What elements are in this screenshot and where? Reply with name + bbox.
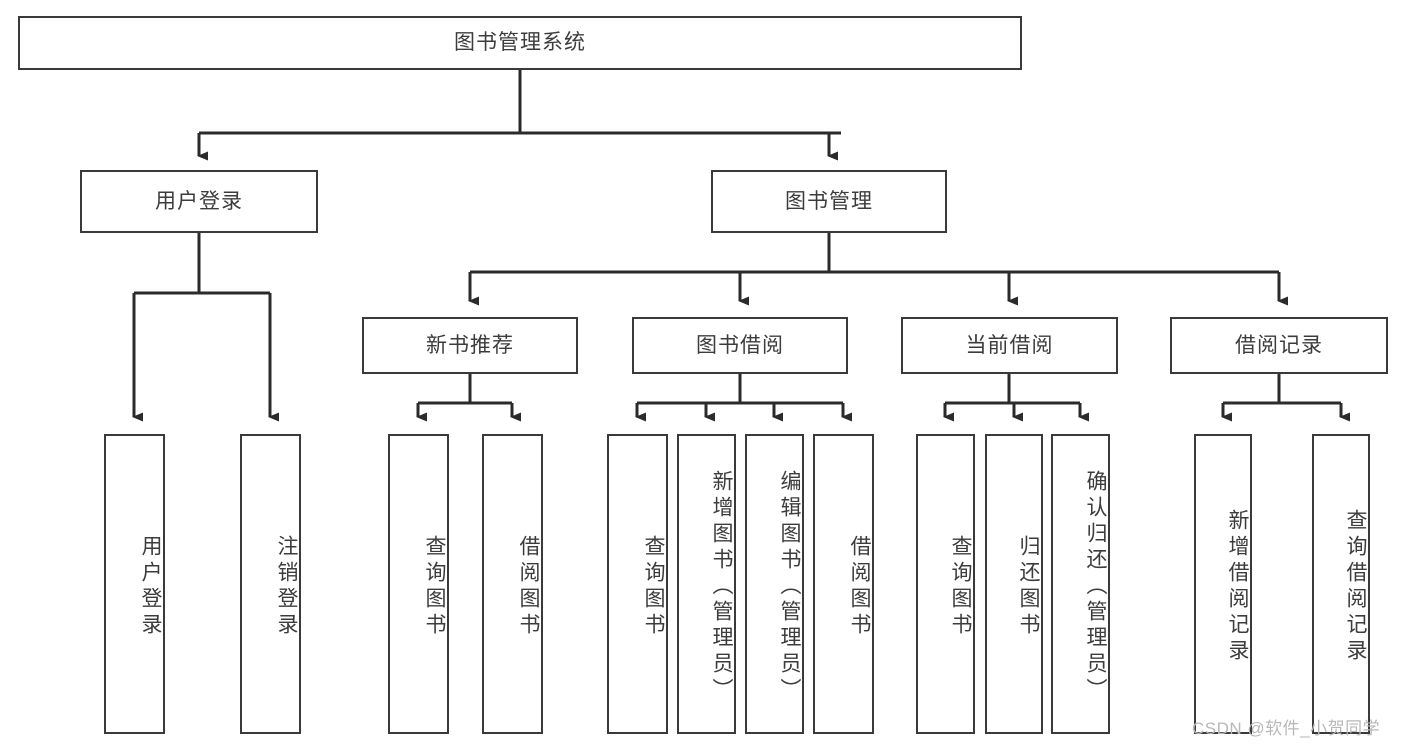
node-leaf-user-login[interactable]: 用户登录: [104, 434, 165, 734]
node-leaf-confirm-return[interactable]: 确认归还（管理员）: [1051, 434, 1110, 734]
node-leaf-return-book[interactable]: 归还图书: [985, 434, 1043, 734]
node-leaf-borrow-query-book[interactable]: 查询图书: [607, 434, 668, 734]
node-leaf-cur-query-book[interactable]: 查询图书: [916, 434, 975, 734]
node-book-borrow[interactable]: 图书借阅: [632, 317, 848, 374]
node-leaf-cur-query-book-label: 查询图书: [949, 535, 972, 639]
node-current-borrow-label: 当前借阅: [965, 333, 1054, 357]
node-leaf-add-book-label: 新增图书（管理员）: [710, 470, 733, 704]
node-book-manage-label: 图书管理: [785, 189, 873, 213]
node-leaf-borrow-book[interactable]: 借阅图书: [813, 434, 874, 734]
csdn-watermark: CSDN @软件_小贺同学: [1192, 719, 1381, 738]
node-leaf-user-login-label: 用户登录: [139, 535, 162, 639]
node-leaf-add-record-label: 新增借阅记录: [1226, 509, 1249, 665]
node-new-book-rec-label: 新书推荐: [426, 333, 514, 357]
node-borrow-record-label: 借阅记录: [1235, 333, 1323, 357]
node-book-borrow-label: 图书借阅: [696, 333, 784, 357]
node-root-label: 图书管理系统: [454, 31, 586, 55]
node-leaf-rec-borrow-book-label: 借阅图书: [517, 535, 540, 639]
node-book-manage[interactable]: 图书管理: [711, 170, 947, 233]
node-leaf-edit-book-label: 编辑图书（管理员）: [778, 470, 801, 704]
node-leaf-query-record-label: 查询借阅记录: [1344, 509, 1367, 665]
node-leaf-borrow-book-label: 借阅图书: [848, 535, 871, 639]
node-leaf-rec-query-book-label: 查询图书: [423, 535, 446, 639]
node-leaf-query-record[interactable]: 查询借阅记录: [1312, 434, 1370, 734]
node-user-login-label: 用户登录: [155, 189, 243, 213]
node-leaf-add-record[interactable]: 新增借阅记录: [1194, 434, 1252, 734]
node-leaf-rec-borrow-book[interactable]: 借阅图书: [482, 434, 543, 734]
node-leaf-borrow-query-book-label: 查询图书: [642, 535, 665, 639]
node-current-borrow[interactable]: 当前借阅: [901, 317, 1118, 374]
node-leaf-return-book-label: 归还图书: [1017, 535, 1040, 639]
node-leaf-rec-query-book[interactable]: 查询图书: [388, 434, 449, 734]
node-leaf-edit-book[interactable]: 编辑图书（管理员）: [745, 434, 804, 734]
node-borrow-record[interactable]: 借阅记录: [1170, 317, 1388, 374]
node-user-login[interactable]: 用户登录: [80, 170, 318, 233]
node-leaf-add-book[interactable]: 新增图书（管理员）: [677, 434, 736, 734]
node-leaf-user-logout[interactable]: 注销登录: [240, 434, 301, 734]
node-leaf-confirm-return-label: 确认归还（管理员）: [1084, 470, 1107, 704]
node-leaf-user-logout-label: 注销登录: [275, 535, 298, 639]
node-new-book-rec[interactable]: 新书推荐: [362, 317, 578, 374]
node-root[interactable]: 图书管理系统: [18, 16, 1022, 70]
